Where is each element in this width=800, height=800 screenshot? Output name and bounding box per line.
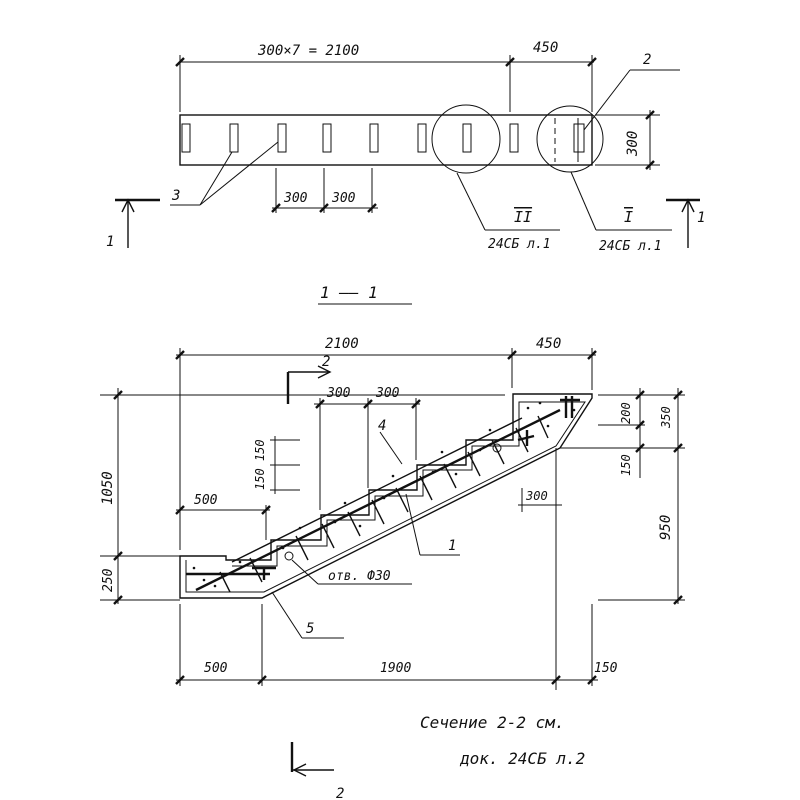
section-1-1-title: 1 —— 1 <box>320 283 378 302</box>
detail-II-leader <box>456 172 560 231</box>
callout-3-leaders <box>170 141 279 206</box>
caption-line-2: док. 24СБ л.2 <box>459 749 585 768</box>
section-dim-150-right: 150 <box>619 454 633 476</box>
section-dim-run: 2100 <box>325 336 359 352</box>
detail-II-ref: 24СБ л.1 <box>488 237 551 252</box>
cut-mark-right <box>666 198 700 248</box>
cut-label-left: 1 <box>106 234 114 250</box>
cut-2-bottom <box>290 742 334 777</box>
section-300-inner-dim <box>518 448 562 690</box>
cut-2-top-label: 2 <box>322 354 330 370</box>
section-dim-tread2: 300 <box>375 386 400 401</box>
hole-upper <box>492 443 502 453</box>
section-dim-bottom-500: 500 <box>204 661 228 676</box>
hole-label-leader <box>291 559 412 585</box>
section-dim-950: 950 <box>658 515 674 540</box>
plan-dim-total: 300×7 = 2100 <box>257 43 359 59</box>
section-dim-landing-bottom: 500 <box>194 493 218 508</box>
section-left-dimension <box>100 388 505 605</box>
concrete-dots <box>192 401 576 588</box>
plan-dim-step1: 300 <box>283 191 308 206</box>
callout-3: 3 <box>171 188 180 204</box>
callout-4: 4 <box>378 418 386 434</box>
section-dim-landing: 450 <box>536 336 561 352</box>
callout-5: 5 <box>306 621 314 637</box>
section-dim-riser: 150 150 <box>253 439 267 490</box>
cut-label-right: 1 <box>697 210 705 226</box>
section-view: 2100 450 300 300 150 150 4 <box>100 336 685 800</box>
detail-circle-II <box>431 104 501 174</box>
plan-step-slots <box>181 118 585 162</box>
cut-mark-left <box>115 198 160 248</box>
section-tread-dimension <box>314 398 421 510</box>
section-dim-300-inner: 300 <box>525 489 548 503</box>
plan-outline <box>179 114 593 166</box>
detail-I-roman: I <box>624 208 633 226</box>
section-riser-dimension <box>270 436 300 494</box>
plan-dim-landing: 450 <box>533 40 558 56</box>
section-dim-bottom-150: 150 <box>594 661 618 676</box>
plan-view: 300×7 = 2100 450 300 300 300 3 <box>106 40 705 305</box>
section-dim-bottom-1900: 1900 <box>380 661 411 676</box>
plan-dim-step2: 300 <box>331 191 356 206</box>
section-dim-height: 1050 <box>100 471 116 505</box>
section-dim-base: 250 <box>101 568 116 592</box>
section-dim-tread1: 300 <box>326 386 351 401</box>
section-dim-350: 350 <box>659 406 673 429</box>
detail-circle-I <box>536 105 604 173</box>
detail-I-ref: 24СБ л.1 <box>599 239 662 254</box>
detail-II-roman: II <box>514 208 532 226</box>
plan-width-dimension <box>595 110 660 170</box>
section-dim-200: 200 <box>619 402 633 424</box>
cut-2-bottom-label: 2 <box>336 786 344 800</box>
callout-1-leader <box>405 493 460 556</box>
caption-line-1: Сечение 2-2 см. <box>420 713 565 732</box>
section-top-dimension <box>175 348 597 550</box>
main-rebar <box>195 408 561 592</box>
detail-I-leader <box>570 171 672 231</box>
plan-dim-width: 300 <box>625 131 641 157</box>
plan-top-dimension <box>175 55 597 112</box>
hole-label: отв. Ф30 <box>328 569 391 584</box>
callout-1: 1 <box>448 538 456 554</box>
section-bottom-dimension <box>175 604 598 686</box>
section-right-dimension <box>560 388 685 605</box>
plan-step-dimension <box>271 168 378 213</box>
callout-2: 2 <box>643 52 651 68</box>
callout-2-leader <box>583 69 680 131</box>
hole-lower <box>284 551 294 561</box>
cut-2-top <box>286 365 332 404</box>
callout-5-leader <box>271 591 344 639</box>
section-bottom-landing-dim <box>175 505 271 540</box>
embedded-parts <box>252 396 580 580</box>
